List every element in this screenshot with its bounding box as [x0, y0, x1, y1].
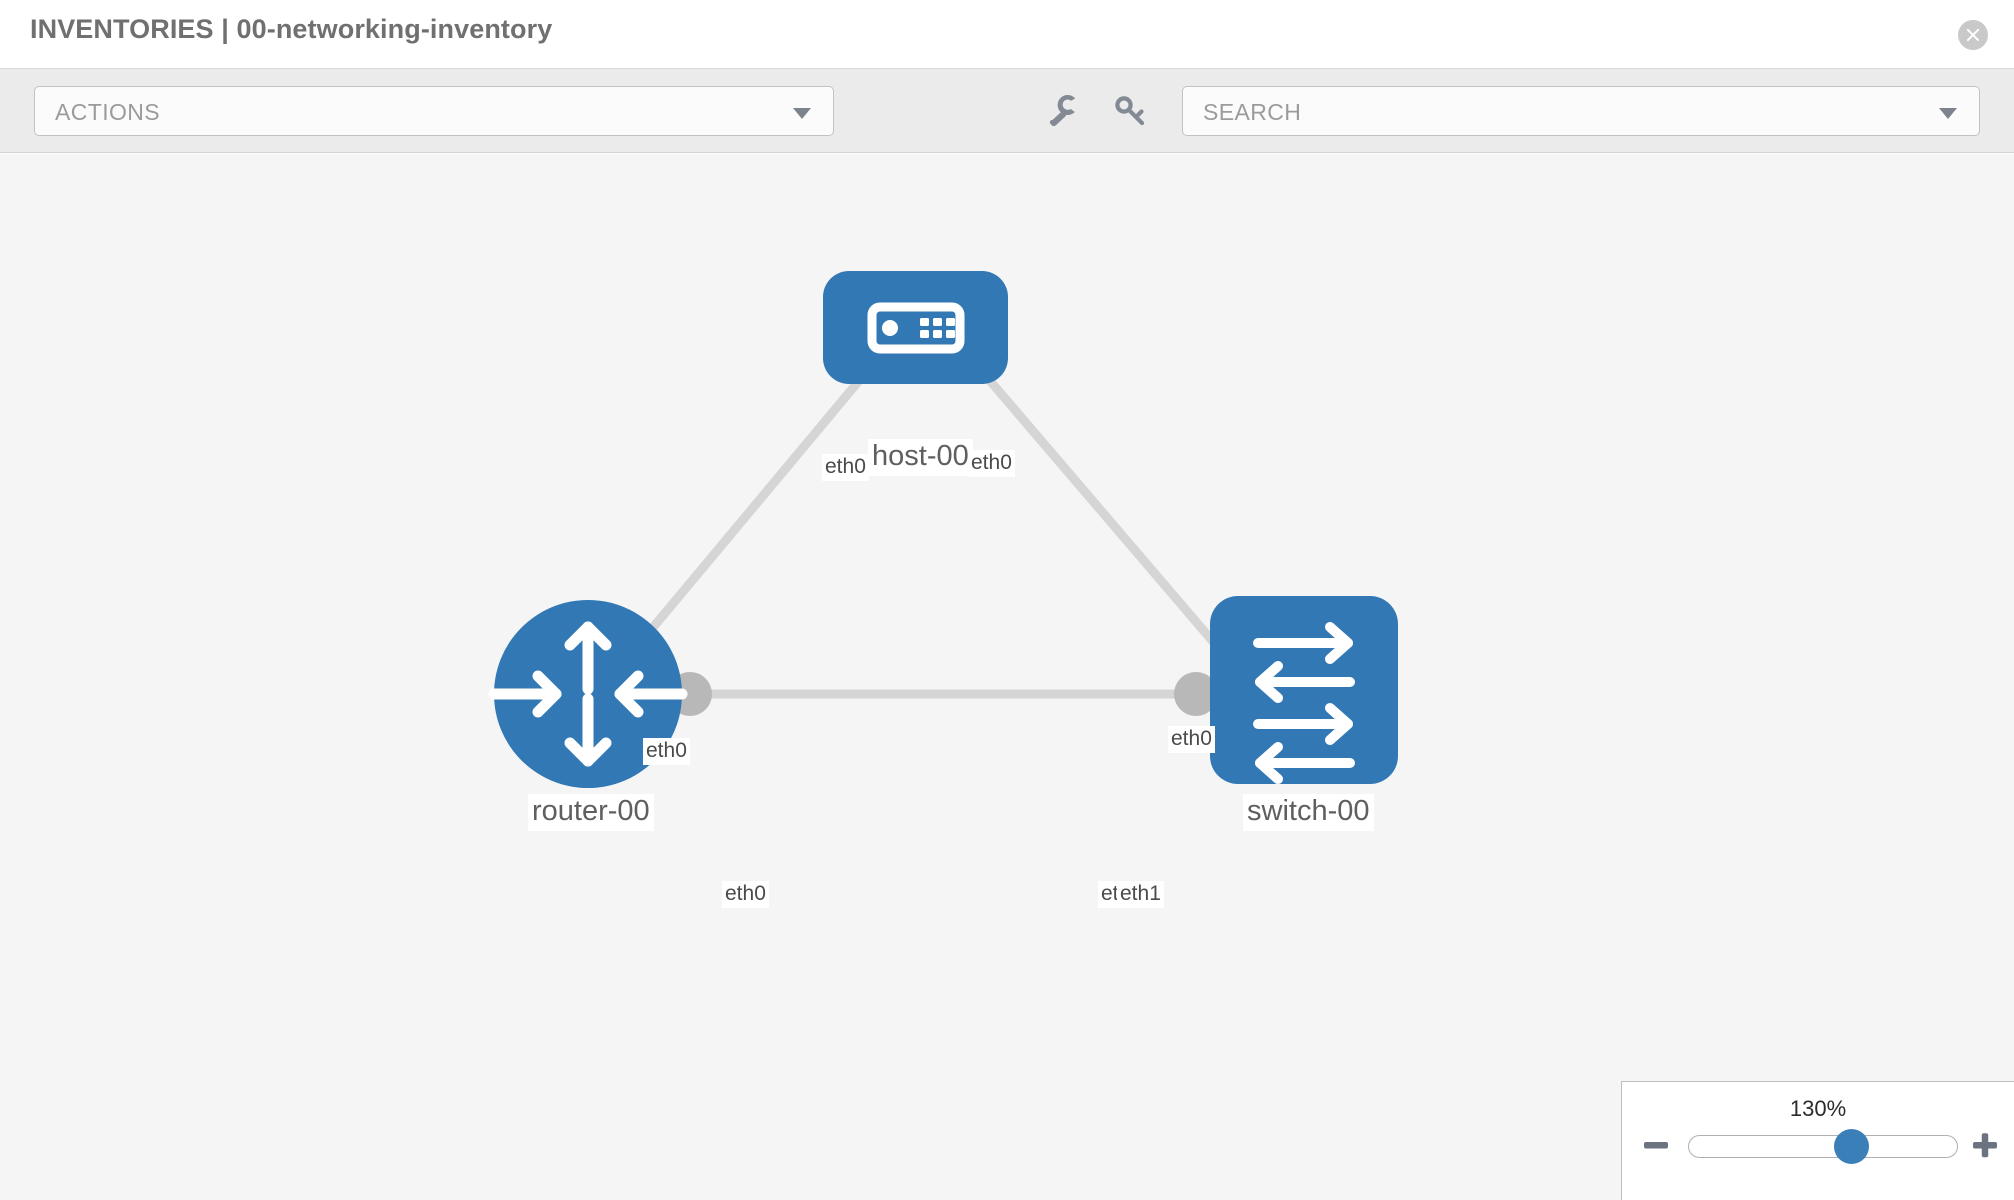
wrench-icon[interactable]: [1043, 91, 1083, 131]
interface-label-host-eth0-left[interactable]: eth0: [822, 454, 869, 481]
interface-label-host-eth0-right[interactable]: eth0: [968, 450, 1015, 477]
link-host-router: [606, 331, 902, 682]
topology-canvas[interactable]: host-00 router-00 switch-00 eth0 eth0 et…: [0, 154, 2014, 1200]
toolbar: ACTIONS SEARCH: [0, 69, 2014, 153]
node-host-00: [823, 271, 1008, 384]
minus-icon[interactable]: [1641, 1130, 1671, 1160]
page-header: INVENTORIES | 00-networking-inventory: [0, 0, 2014, 69]
page-title: INVENTORIES | 00-networking-inventory: [30, 14, 553, 44]
node-label-switch-00[interactable]: switch-00: [1243, 794, 1374, 831]
key-icon[interactable]: [1110, 91, 1150, 131]
topology-graph: [488, 271, 1398, 788]
plus-icon[interactable]: [1970, 1130, 2000, 1160]
actions-dropdown[interactable]: ACTIONS: [34, 86, 834, 136]
connector-switch-left: [1174, 672, 1218, 716]
chevron-down-icon[interactable]: [1939, 108, 1957, 119]
link-host-switch: [946, 331, 1249, 682]
node-label-router-00[interactable]: router-00: [528, 794, 654, 831]
zoom-level-label: 130%: [1789, 1096, 1847, 1121]
zoom-slider-thumb[interactable]: [1833, 1129, 1869, 1164]
chevron-down-icon: [793, 108, 811, 119]
zoom-control-panel: 130%: [1621, 1081, 2014, 1200]
topology-links: [600, 331, 1300, 699]
search-input[interactable]: SEARCH: [1182, 86, 1980, 136]
node-router-00: [488, 600, 688, 788]
interface-label-switch-eth0-uplink[interactable]: eth0: [1168, 726, 1215, 753]
node-switch-00: [1210, 596, 1398, 784]
actions-dropdown-label: ACTIONS: [55, 99, 161, 125]
node-label-host-00[interactable]: host-00: [868, 439, 973, 476]
interface-label-router-eth0[interactable]: eth0: [722, 881, 769, 908]
search-placeholder: SEARCH: [1203, 99, 1302, 125]
zoom-slider-track[interactable]: [1688, 1135, 1958, 1158]
interface-label-router-eth0-uplink[interactable]: eth0: [643, 738, 690, 765]
interface-label-switch-eth1[interactable]: eth1: [1117, 881, 1164, 908]
close-icon[interactable]: [1958, 20, 1988, 50]
